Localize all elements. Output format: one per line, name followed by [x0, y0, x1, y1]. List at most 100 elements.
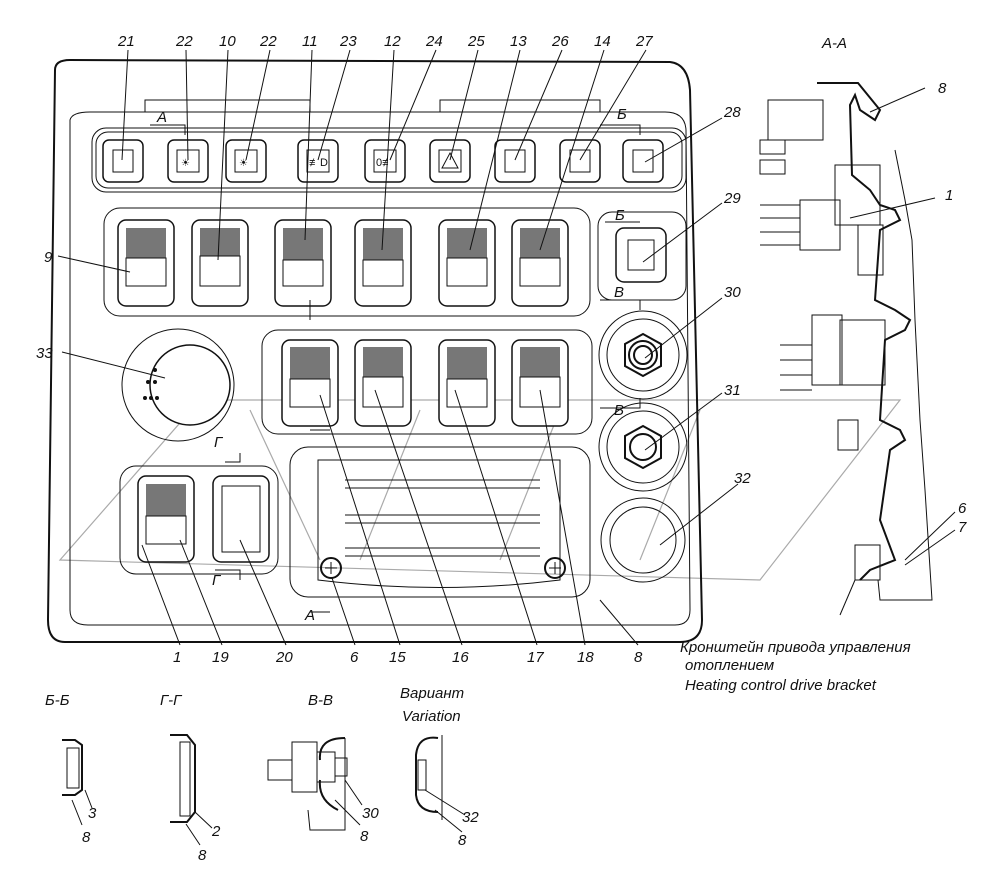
callout-24: 24: [425, 33, 443, 50]
callout-15: 15: [389, 649, 406, 666]
rocker-switch-19[interactable]: [137, 475, 195, 563]
caption-ru-line1: Кронштейн привода управления: [680, 639, 911, 656]
rocker-switch-18[interactable]: [511, 339, 569, 427]
button-24-rear-fog-light[interactable]: 0≢: [364, 139, 406, 183]
callout-12: 12: [384, 33, 401, 50]
callout-11: 11: [302, 33, 318, 50]
rocker-row-1: [117, 219, 667, 307]
callout-29: 29: [723, 190, 741, 207]
hazard-icon: [441, 151, 459, 169]
left-callouts: 9 33: [36, 249, 166, 379]
rear-fog-icon: 0≢: [376, 157, 393, 169]
rocker-switch-11[interactable]: [274, 219, 332, 307]
callout-6-aa: 6: [958, 500, 967, 517]
ashtray-cover[interactable]: [289, 446, 591, 598]
callout-22: 22: [175, 33, 193, 50]
callout-19: 19: [212, 649, 229, 666]
blank-plug-20: [212, 475, 270, 563]
knob-30[interactable]: [598, 310, 688, 400]
callout-31: 31: [724, 382, 741, 399]
section-v-v: В-В 30 8: [267, 692, 379, 845]
section-marks: А Б Б В В Г Г А: [150, 106, 641, 624]
section-mark-a-top: А: [156, 109, 167, 126]
bracket-caption: Кронштейн привода управления отоплением …: [680, 639, 911, 694]
rocker-switch-15[interactable]: [281, 339, 339, 427]
right-callouts: 28 29 30 31 32: [642, 104, 751, 546]
top-button-row: ☀ ☀ ≢D 0≢: [102, 139, 664, 183]
rocker-switch-9[interactable]: [117, 219, 175, 307]
button-25-hazard[interactable]: [429, 139, 471, 183]
section-mark-a-bottom: А: [304, 607, 315, 624]
rotary-control-33[interactable]: [121, 328, 235, 442]
button-29[interactable]: [615, 227, 667, 283]
screw-icon: [544, 557, 566, 579]
section-mark-g-bottom: Г: [212, 572, 222, 589]
variant-title-ru: Вариант: [400, 685, 464, 702]
callout-32-variant: 32: [462, 809, 479, 826]
watermark: [58, 399, 902, 581]
callout-6: 6: [350, 649, 359, 666]
button-23-fog-light[interactable]: ≢D: [297, 139, 339, 183]
section-mark-g-top: Г: [214, 434, 224, 451]
callout-16: 16: [452, 649, 469, 666]
callout-8-bb: 8: [82, 829, 91, 846]
rocker-row-2: [281, 339, 569, 427]
screw-icon: [320, 557, 342, 579]
button-22-rear-fog[interactable]: ☀: [167, 139, 209, 183]
fog-light-icon: ≢D: [309, 157, 328, 169]
knob-31[interactable]: [598, 402, 688, 492]
rocker-switch-10[interactable]: [191, 219, 249, 307]
section-b-b: Б-Б 3 8: [45, 692, 97, 846]
rocker-switch-14[interactable]: [511, 219, 569, 307]
section-aa-title: А-А: [821, 35, 847, 52]
section-mark-b-top: Б: [617, 106, 627, 123]
callout-17: 17: [527, 649, 544, 666]
bottom-callouts: 1 19 20 6 15 16 17 18 8: [141, 389, 643, 666]
callout-8-aa: 8: [938, 80, 947, 97]
plug-32: [600, 497, 686, 583]
button-26[interactable]: [494, 139, 536, 183]
button-27[interactable]: [559, 139, 601, 183]
section-g-g: Г-Г 2 8: [160, 692, 221, 864]
callout-18: 18: [577, 649, 594, 666]
rocker-switch-16[interactable]: [354, 339, 412, 427]
top-callouts: 21 22 10 22 11 23 12 24 25 13 26 14 27: [117, 33, 653, 261]
callout-28: 28: [723, 104, 741, 121]
callout-22b: 22: [259, 33, 277, 50]
section-gg-title: Г-Г: [160, 692, 183, 709]
callout-7-aa: 7: [958, 519, 967, 536]
callout-14: 14: [594, 33, 611, 50]
callout-8: 8: [634, 649, 643, 666]
section-mark-b-bottom: Б: [615, 207, 625, 224]
lamp-icon: ☀: [239, 158, 248, 169]
callout-1: 1: [173, 649, 181, 666]
callout-23: 23: [339, 33, 357, 50]
callout-8-gg: 8: [198, 847, 207, 864]
section-a-a: А-А 8 1 6 7: [759, 35, 967, 616]
section-mark-v-top: В: [614, 284, 624, 301]
button-22-lamp[interactable]: ☀: [225, 139, 267, 183]
rocker-switch-17[interactable]: [438, 339, 496, 427]
callout-2-gg: 2: [211, 823, 221, 840]
callout-8-vv: 8: [360, 828, 369, 845]
caption-en: Heating control drive bracket: [685, 677, 877, 694]
callout-13: 13: [510, 33, 527, 50]
lamp-icon: ☀: [181, 158, 190, 169]
variant-title-en: Variation: [402, 708, 461, 725]
callout-26: 26: [551, 33, 569, 50]
callout-30: 30: [724, 284, 741, 301]
callout-20: 20: [275, 649, 293, 666]
button-28[interactable]: [622, 139, 664, 183]
rocker-switch-13[interactable]: [438, 219, 496, 307]
callout-32: 32: [734, 470, 751, 487]
callout-30-vv: 30: [362, 805, 379, 822]
callout-27: 27: [635, 33, 653, 50]
callout-3-bb: 3: [88, 805, 97, 822]
section-mark-v-bottom: В: [614, 402, 624, 419]
callout-1-aa: 1: [945, 187, 953, 204]
caption-ru-line2: отоплением: [685, 657, 774, 674]
callout-25: 25: [467, 33, 485, 50]
callout-10: 10: [219, 33, 236, 50]
callout-21: 21: [117, 33, 135, 50]
